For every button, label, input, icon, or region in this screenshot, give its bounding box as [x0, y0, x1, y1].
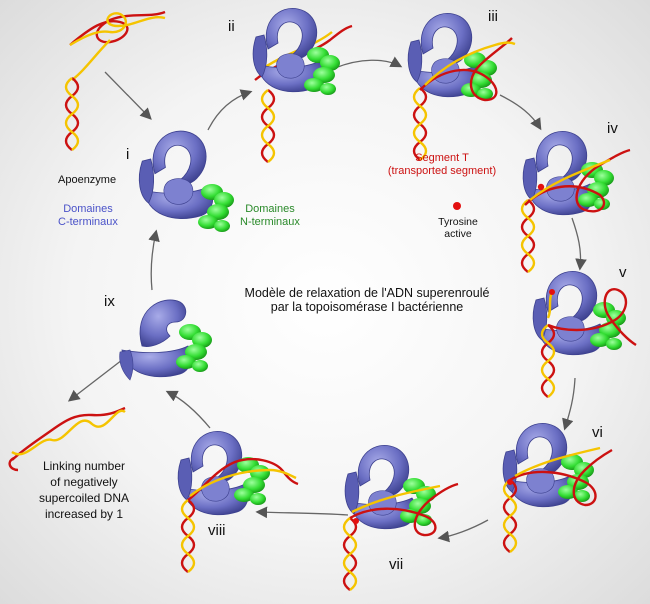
dna-step-iv	[520, 148, 631, 274]
tyrosine-line-1: Tyrosine	[438, 216, 478, 228]
n-domains-line-1: Domaines	[245, 203, 295, 215]
enzyme-step-i	[138, 130, 214, 219]
segment-t-line-2: (transported segment)	[387, 165, 497, 177]
arrow-iv-to-v	[571, 217, 587, 271]
tyrosine-marker-icon	[453, 202, 461, 210]
arrow-vi-to-vii	[437, 519, 489, 543]
initial-dna	[64, 10, 166, 152]
arrow-v-to-vi	[562, 377, 576, 431]
released-dna	[8, 406, 126, 472]
n-domain-step-viii	[234, 457, 270, 505]
c-domains-line-2: C-terminaux	[58, 216, 118, 228]
arrow-i-to-ii	[207, 89, 253, 131]
dna-step-v	[540, 288, 637, 399]
segment-t-line-1: Segment T	[415, 152, 469, 164]
arrow-viii-to-ix	[165, 390, 211, 429]
diagram-title: Modèle de relaxation de l'ADN superenrou…	[222, 286, 512, 314]
apoenzyme-label: Apoenzyme	[58, 174, 117, 186]
dna-step-viii	[180, 457, 299, 574]
cycle-arrows	[67, 56, 587, 543]
n-domains-label: Domaines N-terminaux	[240, 203, 300, 229]
step-label-iv: iv	[607, 120, 618, 137]
step-label-iii: iii	[488, 8, 498, 25]
step-label-vi: vi	[592, 424, 603, 441]
linking-number-label: Linking number of negatively supercoiled…	[24, 458, 144, 522]
segment-t-label: Segment T (transported segment)	[372, 152, 512, 178]
step-label-vii: vii	[389, 556, 404, 573]
step-label-ii: ii	[228, 18, 235, 35]
title-line-2: par la topoisomérase I bactérienne	[270, 300, 464, 314]
step-label-viii: viii	[208, 522, 226, 539]
n-domain-step-iv	[578, 162, 614, 210]
step-label-v: v	[619, 264, 627, 281]
arrow-ix-to-i	[148, 229, 160, 291]
linking-line-4: increased by 1	[44, 507, 124, 521]
step-label-i: i	[126, 146, 130, 163]
arrow-ix-to-release	[67, 359, 123, 402]
dna-step-vii	[342, 482, 459, 592]
linking-line-2: of negatively	[50, 475, 118, 489]
dna-step-vi	[502, 446, 613, 554]
step-label-ix: ix	[104, 293, 115, 310]
arrow-dna-to-i	[104, 71, 152, 120]
linking-line-1: Linking number	[42, 459, 126, 473]
arrow-iii-to-iv	[499, 94, 542, 131]
tyrosine-label: Tyrosine active	[436, 216, 480, 240]
enzyme-step-ix	[119, 299, 192, 381]
n-domain-step-ix	[176, 324, 212, 372]
tyrosine-line-2: active	[444, 228, 472, 240]
c-domains-label: Domaines C-terminaux	[58, 203, 118, 229]
n-domains-line-2: N-terminaux	[240, 216, 300, 228]
arrow-vii-to-viii	[255, 506, 349, 519]
linking-line-3: supercoiled DNA	[38, 491, 130, 505]
title-line-1: Modèle de relaxation de l'ADN superenrou…	[244, 286, 490, 300]
dna-step-iii	[412, 37, 516, 162]
c-domains-line-1: Domaines	[63, 203, 113, 215]
arrow-ii-to-iii	[334, 56, 403, 69]
